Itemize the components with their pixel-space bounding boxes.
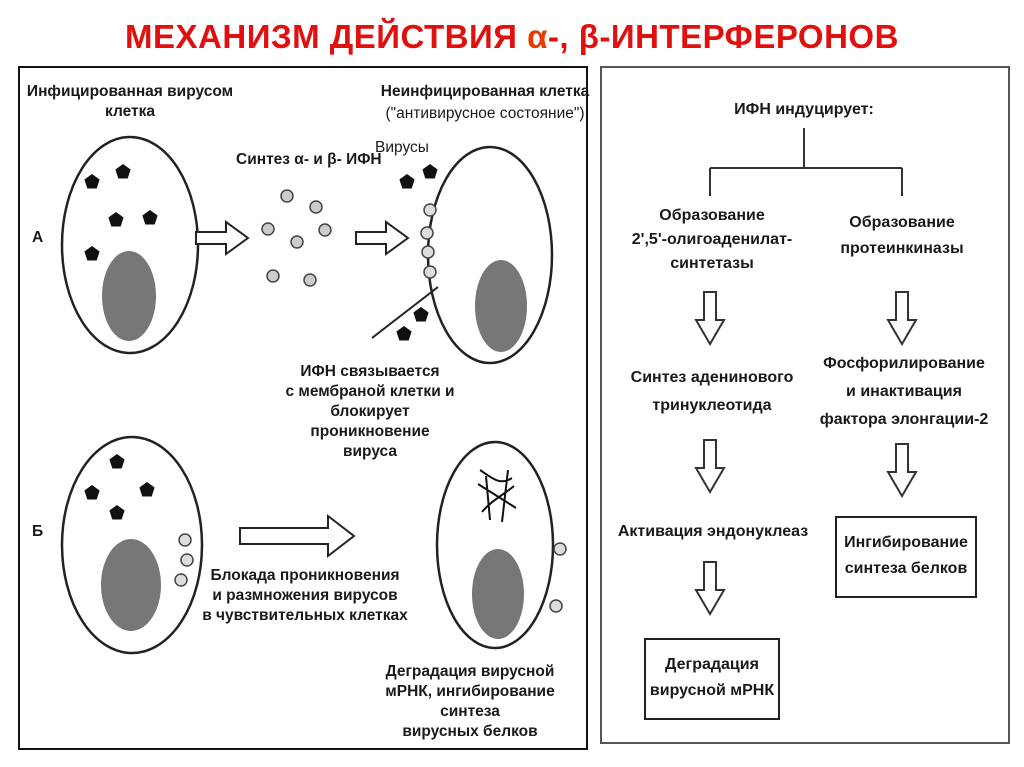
- title-alpha: α: [527, 18, 548, 55]
- label-b: Б: [32, 523, 44, 540]
- right-panel: [600, 66, 1010, 744]
- antiviral-state-label: ("антивирусное состояние"): [385, 105, 585, 122]
- phospho-label: Фосфорилирование и инактивация фактора э…: [819, 355, 989, 428]
- arrow-oligo-down: [695, 291, 725, 345]
- viruses-label: Вирусы: [375, 139, 429, 156]
- degradation-text: Деградация вирусной мРНК, ингибирование …: [385, 663, 555, 740]
- blockade-text: Блокада проникновения и размножения виру…: [202, 567, 408, 624]
- inhibition-label: Ингибирование синтеза белков: [844, 534, 968, 577]
- endonuclease-label: Активация эндонуклеаз: [617, 523, 809, 540]
- page-title: МЕХАНИЗМ ДЕЙСТВИЯ α-, β-ИНТЕРФЕРОНОВ: [0, 18, 1024, 56]
- label-a: А: [32, 229, 44, 246]
- ifn-binds-text: ИФН связывается с мембраной клетки и бло…: [285, 363, 455, 460]
- uninfected-cell-label: Неинфицированная клетка: [380, 83, 590, 100]
- adenine-label: Синтез аденинового тринуклеотида: [630, 369, 794, 414]
- nucleus-b: [101, 539, 161, 631]
- nucleus-a2: [475, 260, 527, 352]
- arrow-b: [239, 513, 356, 559]
- ifn-induces-label: ИФН индуцирует:: [734, 101, 874, 118]
- protected-cell-b: [435, 440, 555, 650]
- degradation-mrna-label: Деградация вирусной мРНК: [649, 656, 775, 699]
- arrow-endo-down: [695, 561, 725, 615]
- protein-kinase-label: Образование протеинкиназы: [840, 214, 964, 257]
- arrow-kinase-down: [887, 291, 917, 345]
- oligo-label: Образование 2',5'-олигоаденилат- синтета…: [631, 207, 793, 272]
- inhibition-box: [835, 516, 977, 598]
- ifn-molecules: [261, 189, 332, 287]
- nucleus-b2: [472, 549, 524, 639]
- degraded-virus-icon: [477, 469, 517, 523]
- title-suffix: -, β-ИНТЕРФЕРОНОВ: [547, 18, 899, 55]
- synthesis-label: Синтез α- и β- ИФН: [236, 151, 382, 168]
- arrow-phospho-down: [887, 443, 917, 497]
- nucleus-a: [102, 251, 156, 341]
- degradation-mrna-box: [644, 638, 780, 720]
- infected-cell-label: Инфицированная вирусом клетка: [26, 83, 234, 120]
- arrow-adenine-down: [695, 439, 725, 493]
- title-prefix: МЕХАНИЗМ ДЕЙСТВИЯ: [125, 18, 528, 55]
